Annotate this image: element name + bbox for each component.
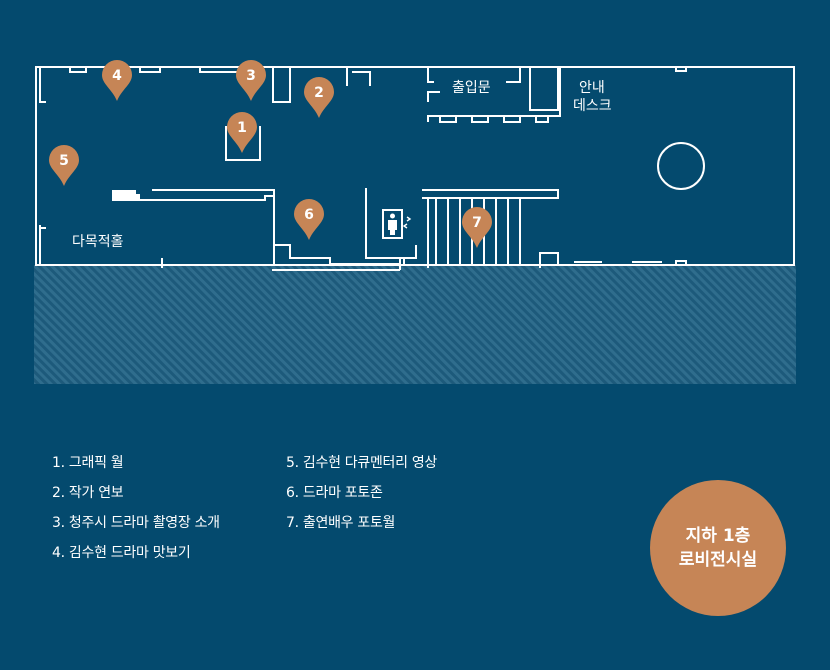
wall-segment bbox=[112, 195, 275, 265]
wall-segment bbox=[439, 116, 549, 123]
map-pin-4[interactable]: 4 bbox=[102, 60, 132, 101]
map-pin-7[interactable]: 7 bbox=[462, 207, 492, 248]
map-pin-6[interactable]: 6 bbox=[294, 199, 324, 240]
floor-badge-line2: 로비전시실 bbox=[678, 550, 758, 570]
wall-block bbox=[112, 190, 136, 200]
map-pin-5[interactable]: 5 bbox=[49, 145, 79, 186]
wall-segment bbox=[422, 189, 559, 199]
map-pin-label: 3 bbox=[246, 68, 256, 84]
map-pin-icon bbox=[227, 112, 257, 153]
wall-segment bbox=[69, 68, 241, 73]
wall-segment bbox=[539, 252, 559, 268]
map-pin-label: 5 bbox=[59, 153, 69, 169]
wall-segment bbox=[427, 68, 561, 122]
label-multipurpose-hall: 다목적홀 bbox=[72, 234, 124, 250]
map-pin-label: 7 bbox=[472, 215, 482, 231]
map-pin-icon bbox=[49, 145, 79, 186]
wall-segment bbox=[225, 126, 261, 161]
map-pin-label: 2 bbox=[314, 85, 324, 101]
hatched-area bbox=[34, 265, 796, 384]
label-info-desk-line1: 안내 bbox=[579, 80, 605, 96]
walls bbox=[35, 66, 795, 271]
restroom-icon bbox=[382, 209, 412, 239]
legend-column-2: 5. 김수현 다큐멘터리 영상 6. 드라마 포토존 7. 출연배우 포토월 bbox=[286, 448, 437, 538]
map-pin-2[interactable]: 2 bbox=[304, 77, 334, 118]
map-pin-icon bbox=[462, 207, 492, 248]
map-pin-icon bbox=[102, 60, 132, 101]
wall-segment bbox=[274, 244, 417, 265]
legend-item-5: 5. 김수현 다큐멘터리 영상 bbox=[286, 455, 438, 471]
legend-item-7: 7. 출연배우 포토월 bbox=[286, 515, 396, 531]
wall-segment bbox=[152, 189, 275, 200]
floor-badge-line1: 지하 1층 bbox=[685, 526, 751, 546]
map-pin-3[interactable]: 3 bbox=[235, 59, 266, 101]
map-pin-icon bbox=[304, 77, 334, 118]
legend-item-4: 4. 김수현 드라마 맛보기 bbox=[52, 545, 191, 561]
wall-segment bbox=[574, 260, 687, 265]
map-pin-icon bbox=[235, 59, 266, 101]
map-pin-label: 1 bbox=[237, 120, 247, 136]
map-pin-icon bbox=[294, 199, 324, 240]
outer-wall bbox=[35, 66, 795, 266]
label-info-desk-line2: 데스크 bbox=[573, 98, 612, 114]
floor-badge: 지하 1층 로비전시실 bbox=[650, 480, 786, 616]
wall-segment bbox=[39, 225, 46, 265]
legend-item-1: 1. 그래픽 월 bbox=[52, 455, 124, 471]
wall-segment bbox=[675, 68, 687, 72]
wall-block bbox=[136, 194, 140, 200]
wall-segment bbox=[39, 68, 46, 103]
map-pin-label: 4 bbox=[112, 68, 122, 84]
wall-segment bbox=[346, 68, 371, 86]
circular-column bbox=[657, 142, 705, 190]
wall-segment bbox=[427, 68, 559, 111]
map-pin-1[interactable]: 1 bbox=[227, 112, 257, 153]
legend-item-3: 3. 청주시 드라마 촬영장 소개 bbox=[52, 515, 220, 531]
map-pin-label: 6 bbox=[304, 207, 314, 223]
wall-segment bbox=[365, 188, 405, 264]
legend-column-1: 1. 그래픽 월 2. 작가 연보 3. 청주시 드라마 촬영장 소개 4. 김… bbox=[52, 448, 220, 568]
legend-item-6: 6. 드라마 포토존 bbox=[286, 485, 383, 501]
markers: 1 2 3 4 5 6 7 bbox=[49, 59, 492, 248]
legend-item-2: 2. 작가 연보 bbox=[52, 485, 124, 501]
wall-segment bbox=[272, 68, 291, 103]
wall-segment bbox=[272, 265, 401, 271]
label-entrance: 출입문 bbox=[452, 80, 491, 96]
